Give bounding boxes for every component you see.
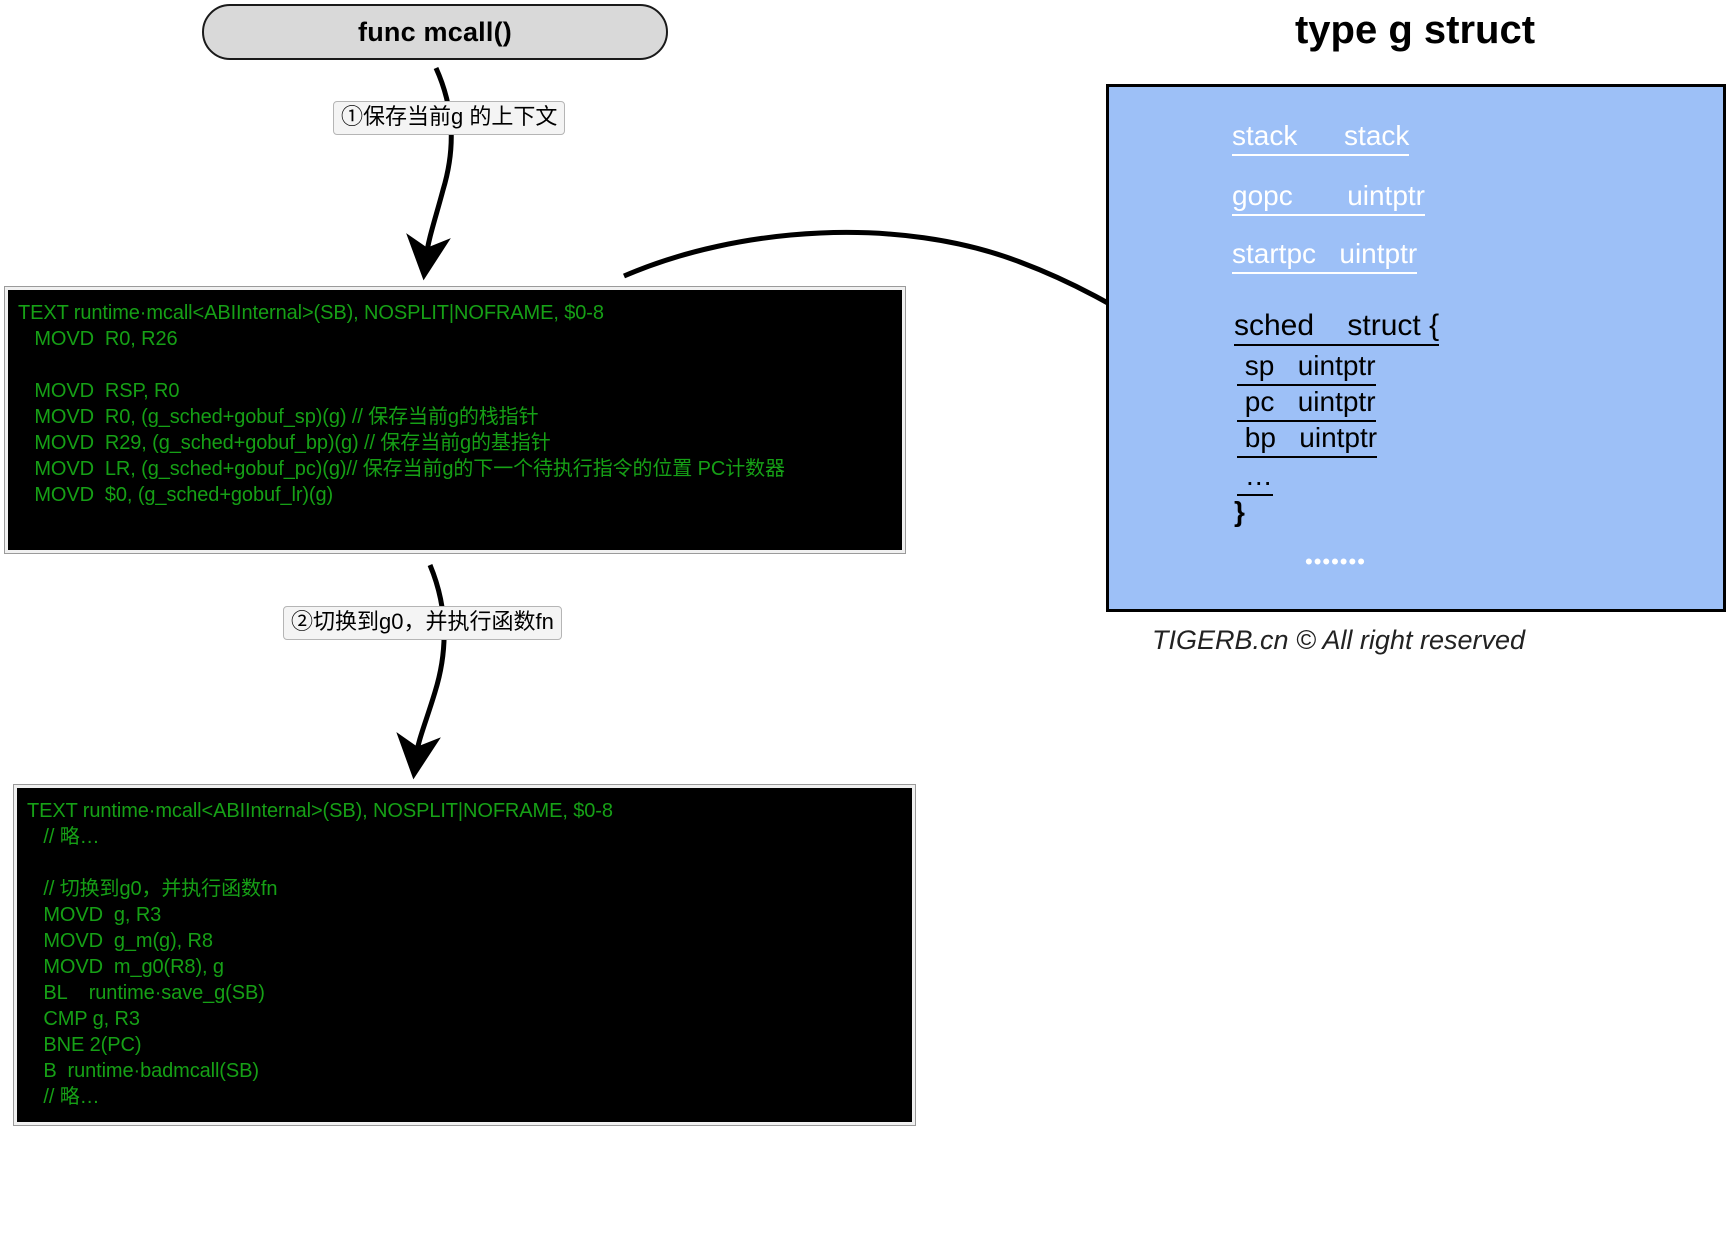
struct-field-name: startpc: [1232, 237, 1317, 274]
struct-field-name: …: [1237, 459, 1273, 496]
struct-field-type: uintptr: [1347, 179, 1426, 216]
arrow-step2: [396, 564, 447, 780]
code-line: [27, 850, 904, 876]
credit-text: TIGERB.cn © All right reserved: [1152, 625, 1526, 655]
step-2-label: ②切换到g0，并执行函数fn: [283, 606, 562, 640]
code-line: MOVD g_m(g), R8: [27, 930, 213, 952]
struct-field-name: stack: [1232, 119, 1298, 156]
struct-field-pc: pc uintptr: [1237, 385, 1376, 422]
code-line: [18, 352, 894, 378]
code-line: BL runtime·save_g(SB): [27, 982, 265, 1004]
struct-closing-brace: }: [1234, 495, 1245, 529]
code-line: TEXT runtime·mcall<ABIInternal>(SB), NOS…: [27, 800, 613, 822]
struct-g-box: stack stack gopc uintptr startpc uintptr…: [1106, 84, 1726, 612]
struct-field-sched: sched struct {: [1234, 309, 1440, 346]
struct-field-more: …: [1237, 459, 1273, 496]
code-line: BNE 2(PC): [27, 1034, 142, 1056]
func-mcall-label: func mcall(): [358, 16, 512, 47]
struct-field-startpc: startpc uintptr: [1232, 237, 1418, 274]
struct-field-name: }: [1234, 496, 1245, 527]
code-line: MOVD LR, (g_sched+gobuf_pc)(g)// 保存当前g的下…: [18, 458, 785, 480]
struct-field-bp: bp uintptr: [1237, 421, 1378, 458]
code-line: B runtime·badmcall(SB): [27, 1060, 259, 1082]
func-mcall-box: func mcall(): [202, 4, 668, 60]
struct-field-name: pc: [1237, 385, 1275, 422]
struct-field-type: uintptr: [1339, 237, 1418, 274]
struct-field-type: uintptr: [1299, 421, 1378, 458]
struct-title: type g struct: [1294, 8, 1536, 52]
code-line: MOVD R0, (g_sched+gobuf_sp)(g) // 保存当前g的…: [18, 406, 539, 428]
struct-field-name: sched: [1234, 309, 1315, 346]
code-block-switch-g0: TEXT runtime·mcall<ABIInternal>(SB), NOS…: [13, 784, 916, 1126]
struct-field-gopc: gopc uintptr: [1232, 179, 1426, 216]
code-line: MOVD R0, R26: [18, 328, 178, 350]
struct-field-type: struct {: [1347, 309, 1440, 346]
struct-field-type: stack: [1344, 119, 1410, 156]
code-line: TEXT runtime·mcall<ABIInternal>(SB), NOS…: [18, 302, 604, 324]
struct-field-name: sp: [1237, 349, 1275, 386]
code-line: MOVD RSP, R0: [18, 380, 180, 402]
struct-field-type: uintptr: [1297, 385, 1376, 422]
struct-field-sp: sp uintptr: [1237, 349, 1376, 386]
struct-field-stack: stack stack: [1232, 119, 1410, 156]
struct-field-name: gopc: [1232, 179, 1293, 216]
arrow-step1: [406, 66, 454, 281]
struct-field-name: bp: [1237, 421, 1276, 458]
code-line: MOVD $0, (g_sched+gobuf_lr)(g): [18, 484, 334, 506]
code-line: MOVD m_g0(R8), g: [27, 956, 224, 978]
code-line: MOVD g, R3: [27, 904, 162, 926]
code-block-save-context: TEXT runtime·mcall<ABIInternal>(SB), NOS…: [4, 286, 906, 554]
code-line: // 略…: [27, 826, 100, 848]
struct-ellipsis: •••••••: [1305, 549, 1366, 574]
code-line: CMP g, R3: [27, 1008, 140, 1030]
code-line: MOVD R29, (g_sched+gobuf_bp)(g) // 保存当前g…: [18, 432, 551, 454]
code-line: // 略…: [27, 1086, 100, 1108]
code-line: // 切换到g0，并执行函数fn: [27, 878, 278, 900]
struct-field-type: uintptr: [1297, 349, 1376, 386]
step-1-label: ①保存当前g 的上下文: [333, 101, 566, 135]
